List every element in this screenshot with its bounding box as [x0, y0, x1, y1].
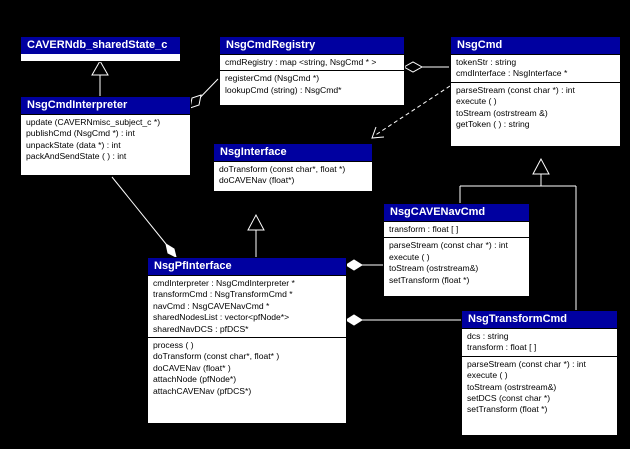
class-nsgcmdinterpreter[interactable]: NsgCmdInterpreter update (CAVERNmisc_sub…	[20, 96, 191, 176]
attributes-section: transform : float [ ]	[384, 221, 529, 237]
operation: setDCS (const char *)	[467, 393, 551, 404]
operation: toStream (ostrstream&)	[389, 263, 479, 274]
operations-section: parseStream (const char *) : int execute…	[384, 237, 529, 288]
attribute: navCmd : NsgCAVENavCmd *	[153, 300, 270, 311]
operation: setTransform (float *)	[389, 274, 470, 285]
operations-section: update (CAVERNmisc_subject_c *) publishC…	[21, 114, 190, 165]
class-name: NsgCAVENavCmd	[384, 204, 529, 221]
attribute: transformCmd : NsgTransformCmd *	[153, 289, 293, 300]
composition-diamond	[345, 314, 363, 326]
operation: attachNode (pfNode*)	[153, 374, 237, 385]
class-caverndb-sharedstate[interactable]: CAVERNdb_sharedState_c	[20, 36, 181, 62]
operation: doTransform (const char*, float* )	[153, 351, 280, 362]
attribute: dcs : string	[467, 331, 509, 341]
operation: getToken ( ) : string	[456, 119, 530, 130]
operations-section: doTransform (const char*, float *) doCAV…	[214, 161, 372, 189]
operation: parseStream (const char *) : int	[456, 84, 575, 95]
operation: process ( )	[153, 340, 194, 351]
operation: parseStream (const char *) : int	[467, 358, 586, 369]
class-nsginterface[interactable]: NsgInterface doTransform (const char*, f…	[213, 143, 373, 192]
operation: attachCAVENav (pfDCS*)	[153, 385, 252, 396]
operation: update (CAVERNmisc_subject_c *)	[26, 117, 161, 127]
class-nsgtransformcmd[interactable]: NsgTransformCmd dcs : string transform :…	[461, 310, 618, 436]
class-nsgcmdregistry[interactable]: NsgCmdRegistry cmdRegistry : map <string…	[219, 36, 405, 106]
attribute: sharedNavDCS : pfDCS*	[153, 323, 249, 334]
attribute: tokenStr : string	[456, 57, 517, 67]
attributes-section: dcs : string transform : float [ ]	[462, 328, 617, 356]
class-name: NsgTransformCmd	[462, 311, 617, 328]
class-nsgcavenavcmd[interactable]: NsgCAVENavCmd transform : float [ ] pars…	[383, 203, 530, 297]
class-name: NsgCmdInterpreter	[21, 97, 190, 114]
class-nsgcmd[interactable]: NsgCmd tokenStr : string cmdInterface : …	[450, 36, 621, 147]
operations-section: registerCmd (NsgCmd *) lookupCmd (string…	[220, 70, 404, 98]
aggregation-diamond	[402, 61, 424, 73]
operation: lookupCmd (string) : NsgCmd*	[225, 84, 342, 95]
generalization-arrowhead	[91, 59, 109, 76]
operation: toStream (ostrstream&)	[467, 381, 557, 392]
operation: doCAVENav (float* )	[153, 362, 231, 373]
attribute: cmdInterpreter : NsgCmdInterpreter *	[153, 278, 295, 288]
operation: toStream (ostrstream &)	[456, 107, 548, 118]
attribute: transform : float [ ]	[389, 224, 459, 234]
operation: doTransform (const char*, float *)	[219, 164, 346, 174]
class-nsgpfinterface[interactable]: NsgPfInterface cmdInterpreter : NsgCmdIn…	[147, 257, 347, 424]
dependency-arrowhead	[371, 126, 385, 139]
attributes-section: tokenStr : string cmdInterface : NsgInte…	[451, 54, 620, 82]
operation: doCAVENav (float*)	[219, 175, 295, 186]
operation: execute ( )	[456, 96, 497, 107]
attributes-section: cmdRegistry : map <string, NsgCmd * >	[220, 54, 404, 70]
operation: unpackState (data *) : int	[26, 139, 121, 150]
operation: setTransform (float *)	[467, 404, 548, 415]
operations-section: process ( ) doTransform (const char*, fl…	[148, 337, 346, 399]
dependency-cmd-interface	[373, 85, 451, 137]
attribute: cmdInterface : NsgInterface *	[456, 68, 568, 79]
generalization-arrowhead	[532, 157, 550, 175]
generalization-arrowhead	[247, 213, 265, 231]
composition-pfinterface-interpreter	[111, 176, 167, 245]
attribute: sharedNodesList : vector<pfNode*>	[153, 312, 290, 323]
attribute: transform : float [ ]	[467, 342, 537, 353]
class-name: NsgPfInterface	[148, 258, 346, 275]
class-name: NsgInterface	[214, 144, 372, 161]
attribute: cmdRegistry : map <string, NsgCmd * >	[225, 57, 377, 67]
operation: execute ( )	[389, 251, 430, 262]
class-name: NsgCmdRegistry	[220, 37, 404, 54]
class-name: NsgCmd	[451, 37, 620, 54]
operations-section: parseStream (const char *) : int execute…	[462, 355, 617, 418]
operation: publishCmd (NsgCmd *) : int	[26, 128, 135, 139]
composition-diamond	[165, 242, 177, 258]
operation: parseStream (const char *) : int	[389, 240, 508, 251]
operation: registerCmd (NsgCmd *)	[225, 73, 320, 84]
operation: packAndSendState ( ) : int	[26, 151, 127, 162]
class-name: CAVERNdb_sharedState_c	[21, 37, 180, 54]
aggregation-diamond	[189, 94, 202, 109]
operation: execute ( )	[467, 370, 508, 381]
composition-diamond	[345, 259, 363, 271]
operations-section: parseStream (const char *) : int execute…	[451, 81, 620, 133]
attributes-section: cmdInterpreter : NsgCmdInterpreter * tra…	[148, 275, 346, 337]
